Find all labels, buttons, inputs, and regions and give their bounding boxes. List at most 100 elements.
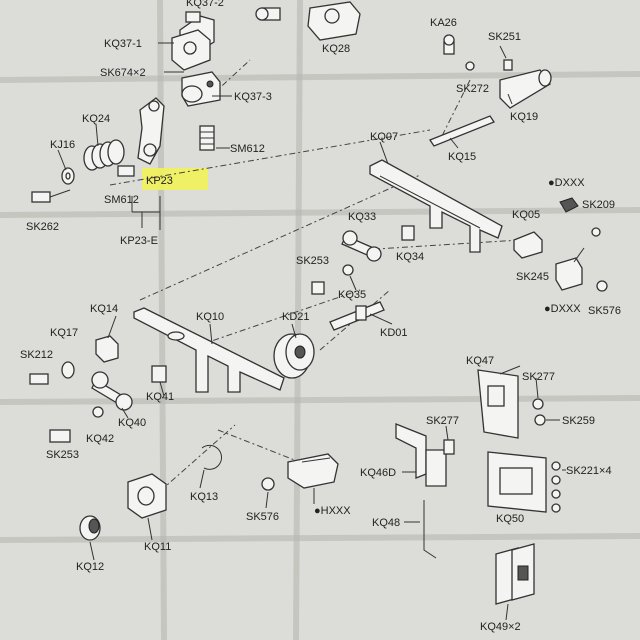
- label-kq05: KQ05: [512, 209, 540, 221]
- kq07-bracket-part: [369, 159, 503, 253]
- label-kq33: KQ33: [348, 211, 376, 223]
- kq19-shaft-icon: [499, 69, 552, 109]
- label-kq47: KQ47: [466, 355, 494, 367]
- label-kq37-3: KQ37-3: [234, 91, 272, 103]
- kq12-knurled-nut-icon: [79, 515, 101, 541]
- kp23-highlight: [142, 168, 208, 190]
- kq34-bushing-icon: [401, 225, 415, 241]
- label-dxxx-low: ●DXXX: [544, 303, 581, 315]
- label-kd01: KD01: [380, 327, 408, 339]
- label-sk576-right: SK576: [588, 305, 621, 317]
- kj16-washer-icon: [61, 167, 75, 185]
- label-sk253-low: SK253: [46, 449, 79, 461]
- label-kq13: KQ13: [190, 491, 218, 503]
- label-sk251: SK251: [488, 31, 521, 43]
- label-kq42: KQ42: [86, 433, 114, 445]
- label-kq24: KQ24: [82, 113, 110, 125]
- label-sm612-left: SM612: [104, 194, 139, 206]
- sk253-mid-screw-icon: [311, 281, 325, 295]
- label-kj16: KJ16: [50, 139, 75, 151]
- kq48-hex-key-icon: [423, 500, 437, 559]
- kq28-part: [307, 1, 361, 41]
- kq11-block-icon: [127, 473, 167, 519]
- sk259-screw-icon: [534, 414, 546, 426]
- sk253-low-screw-icon: [49, 429, 71, 443]
- kq15-pin-icon: [429, 115, 495, 147]
- label-kq50: KQ50: [496, 513, 524, 525]
- label-dxxx-top: ●DXXX: [548, 177, 585, 189]
- label-kq41: KQ41: [146, 391, 174, 403]
- label-kd21: KD21: [282, 311, 310, 323]
- kq37-1-part: [171, 29, 211, 71]
- kq40-link-part: [91, 371, 133, 411]
- sk212-screw-icon: [29, 373, 49, 385]
- label-kq34: KQ34: [396, 251, 424, 263]
- kq46d-bracket-part: [395, 423, 447, 487]
- leader-lines: [109, 59, 521, 501]
- label-kq10: KQ10: [196, 311, 224, 323]
- sk245-block-part: [555, 257, 583, 291]
- label-kq40: KQ40: [118, 417, 146, 429]
- kq41-bushing-icon: [151, 365, 167, 383]
- sk209-screw-icon: [591, 227, 601, 237]
- label-sk576-low: SK576: [246, 511, 279, 523]
- label-kq11: KQ11: [144, 541, 171, 553]
- kq35-washer-icon: [342, 264, 354, 276]
- kq42-washer-icon: [92, 406, 104, 418]
- label-kq46d: KQ46D: [360, 467, 396, 479]
- sk272-screw-icon: [465, 61, 475, 71]
- sk576-right-screw-icon: [596, 280, 608, 292]
- label-sk221: SK221×4: [566, 465, 612, 477]
- label-kq37-2: KQ37-2: [186, 0, 224, 9]
- label-kq12: KQ12: [76, 561, 104, 573]
- hxxx-bracket-part: [287, 453, 339, 489]
- label-sk272: SK272: [456, 83, 489, 95]
- label-sk245: SK245: [516, 271, 549, 283]
- label-kp23: KP23: [146, 175, 173, 187]
- label-kq15: KQ15: [448, 151, 476, 163]
- kp23-bracket-lines: [131, 196, 161, 230]
- label-sk212: SK212: [20, 349, 53, 361]
- label-kp23e: KP23-E: [120, 235, 158, 247]
- part-labels: KQ37-2 KQ37-1 SK674×2 KQ37-3 SM612 KQ28 …: [20, 0, 621, 633]
- label-sk674: SK674×2: [100, 67, 146, 79]
- label-hxxx: ●HXXX: [314, 505, 351, 517]
- label-kq14: KQ14: [90, 303, 118, 315]
- sk221-screws-icon: [551, 461, 561, 513]
- kq47-block-part: [477, 369, 519, 439]
- kq05-bracket-part: [513, 231, 543, 259]
- sk576-low-screw-icon: [261, 477, 275, 491]
- sk277-mid-screw-icon: [443, 439, 455, 455]
- label-sk277-mid: SK277: [426, 415, 459, 427]
- kp23-arm-part: [137, 97, 165, 165]
- kq13-retaining-ring-icon: [201, 444, 222, 470]
- sk262-screw-icon: [31, 189, 71, 203]
- label-kq28: KQ28: [322, 43, 350, 55]
- kd21-pulley-icon: [273, 333, 315, 379]
- label-ka26: KA26: [430, 17, 457, 29]
- kq10-bracket-part: [133, 307, 285, 393]
- label-sk262: SK262: [26, 221, 59, 233]
- ka26-screw-icon: [443, 34, 455, 55]
- kq33-link-part: [341, 230, 382, 262]
- kq28-screw-icon: [255, 7, 281, 21]
- label-kq19: KQ19: [510, 111, 538, 123]
- kd01-shaft-icon: [329, 301, 385, 331]
- kq49-plates-icon: [495, 543, 535, 605]
- label-kq49: KQ49×2: [480, 621, 521, 633]
- label-kq07: KQ07: [370, 131, 398, 143]
- label-kq35: KQ35: [338, 289, 366, 301]
- kq17-washer-icon: [61, 361, 75, 379]
- label-sk253-mid: SK253: [296, 255, 329, 267]
- sk277-right-screw-icon: [532, 398, 544, 410]
- label-kq48: KQ48: [372, 517, 400, 529]
- label-sm612-top: SM612: [230, 143, 265, 155]
- kq24-spring-icon: [83, 139, 125, 171]
- label-sk277-right: SK277: [522, 371, 555, 383]
- sm612-left-screw-icon: [117, 165, 135, 177]
- kq14-block-icon: [95, 335, 119, 363]
- sk251-screw-icon: [503, 59, 513, 71]
- kq50-plate-part: [487, 451, 547, 513]
